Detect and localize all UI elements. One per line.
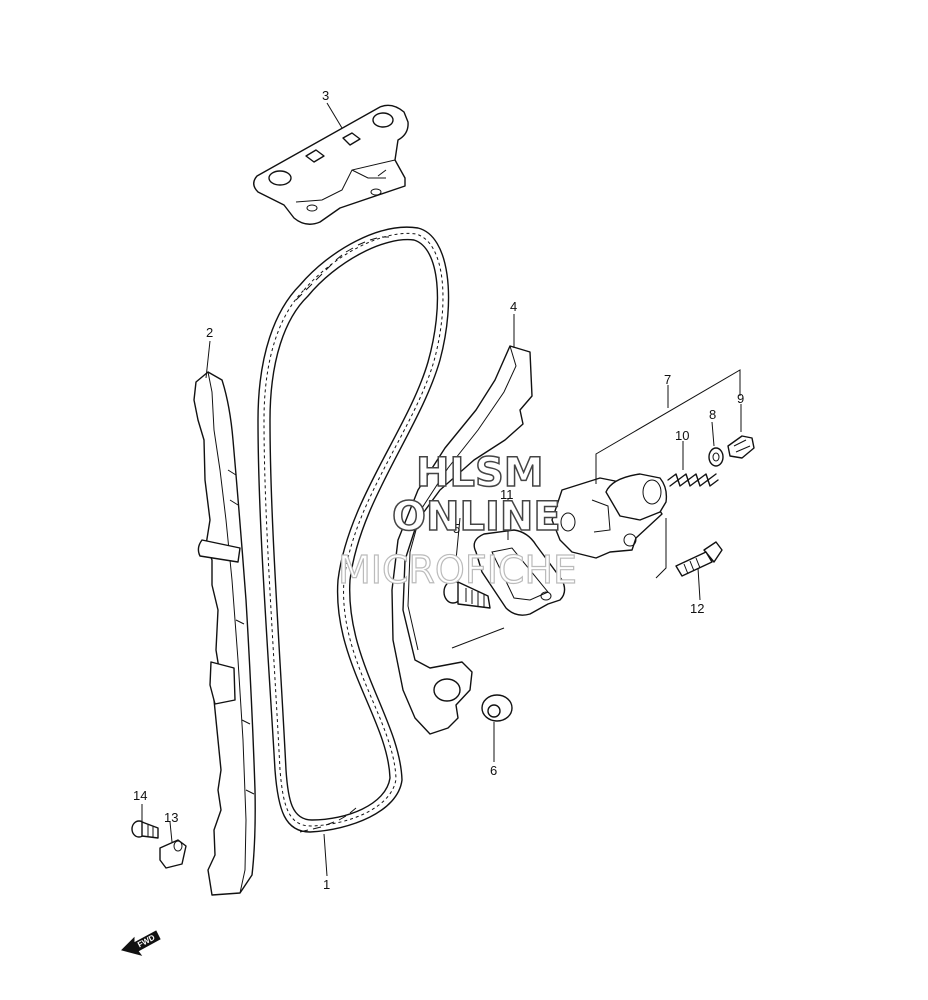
part-13-spacer[interactable] xyxy=(159,839,187,869)
callout-13: 13 xyxy=(164,810,178,825)
part-7-tensioner-assy[interactable] xyxy=(551,473,668,559)
watermark-line-1: HLSM xyxy=(416,450,544,496)
watermark-line-3: MICROFICHE xyxy=(338,548,577,592)
part-6-washer[interactable] xyxy=(481,694,513,722)
fwd-arrow-icon: FWD xyxy=(121,930,161,956)
part-10-spring[interactable] xyxy=(667,473,719,487)
part-3-guide-plate[interactable] xyxy=(253,104,409,225)
callout-4: 4 xyxy=(510,299,517,314)
part-11-gasket[interactable] xyxy=(473,529,566,616)
part-1-cam-chain[interactable] xyxy=(257,226,450,833)
part-8-washer[interactable] xyxy=(708,447,724,467)
callout-8: 8 xyxy=(709,407,716,422)
part-9-cap-bolt[interactable] xyxy=(727,435,755,459)
callout-10: 10 xyxy=(675,428,689,443)
callout-9: 9 xyxy=(737,391,744,406)
part-14-bolt[interactable] xyxy=(131,820,159,839)
leader-lines xyxy=(141,102,742,877)
callout-11: 11 xyxy=(500,487,514,502)
watermark-line-2: ONLINE xyxy=(392,494,561,540)
callout-3: 3 xyxy=(322,88,329,103)
callout-12: 12 xyxy=(690,601,704,616)
part-4-chain-guide-right[interactable] xyxy=(391,345,533,735)
callout-1: 1 xyxy=(323,877,330,892)
callout-14: 14 xyxy=(133,788,147,803)
part-5-bolt[interactable] xyxy=(443,580,491,609)
callout-numbers: 3 2 4 1 5 6 7 8 9 10 11 12 13 14 xyxy=(133,88,744,892)
callout-5: 5 xyxy=(453,521,460,536)
callout-7: 7 xyxy=(664,372,671,387)
part-12-bolt[interactable] xyxy=(675,541,723,577)
watermark: HLSM ONLINE MICROFICHE xyxy=(337,449,577,592)
callout-6: 6 xyxy=(490,763,497,778)
callout-2: 2 xyxy=(206,325,213,340)
part-2-chain-guide-left[interactable] xyxy=(193,371,256,896)
